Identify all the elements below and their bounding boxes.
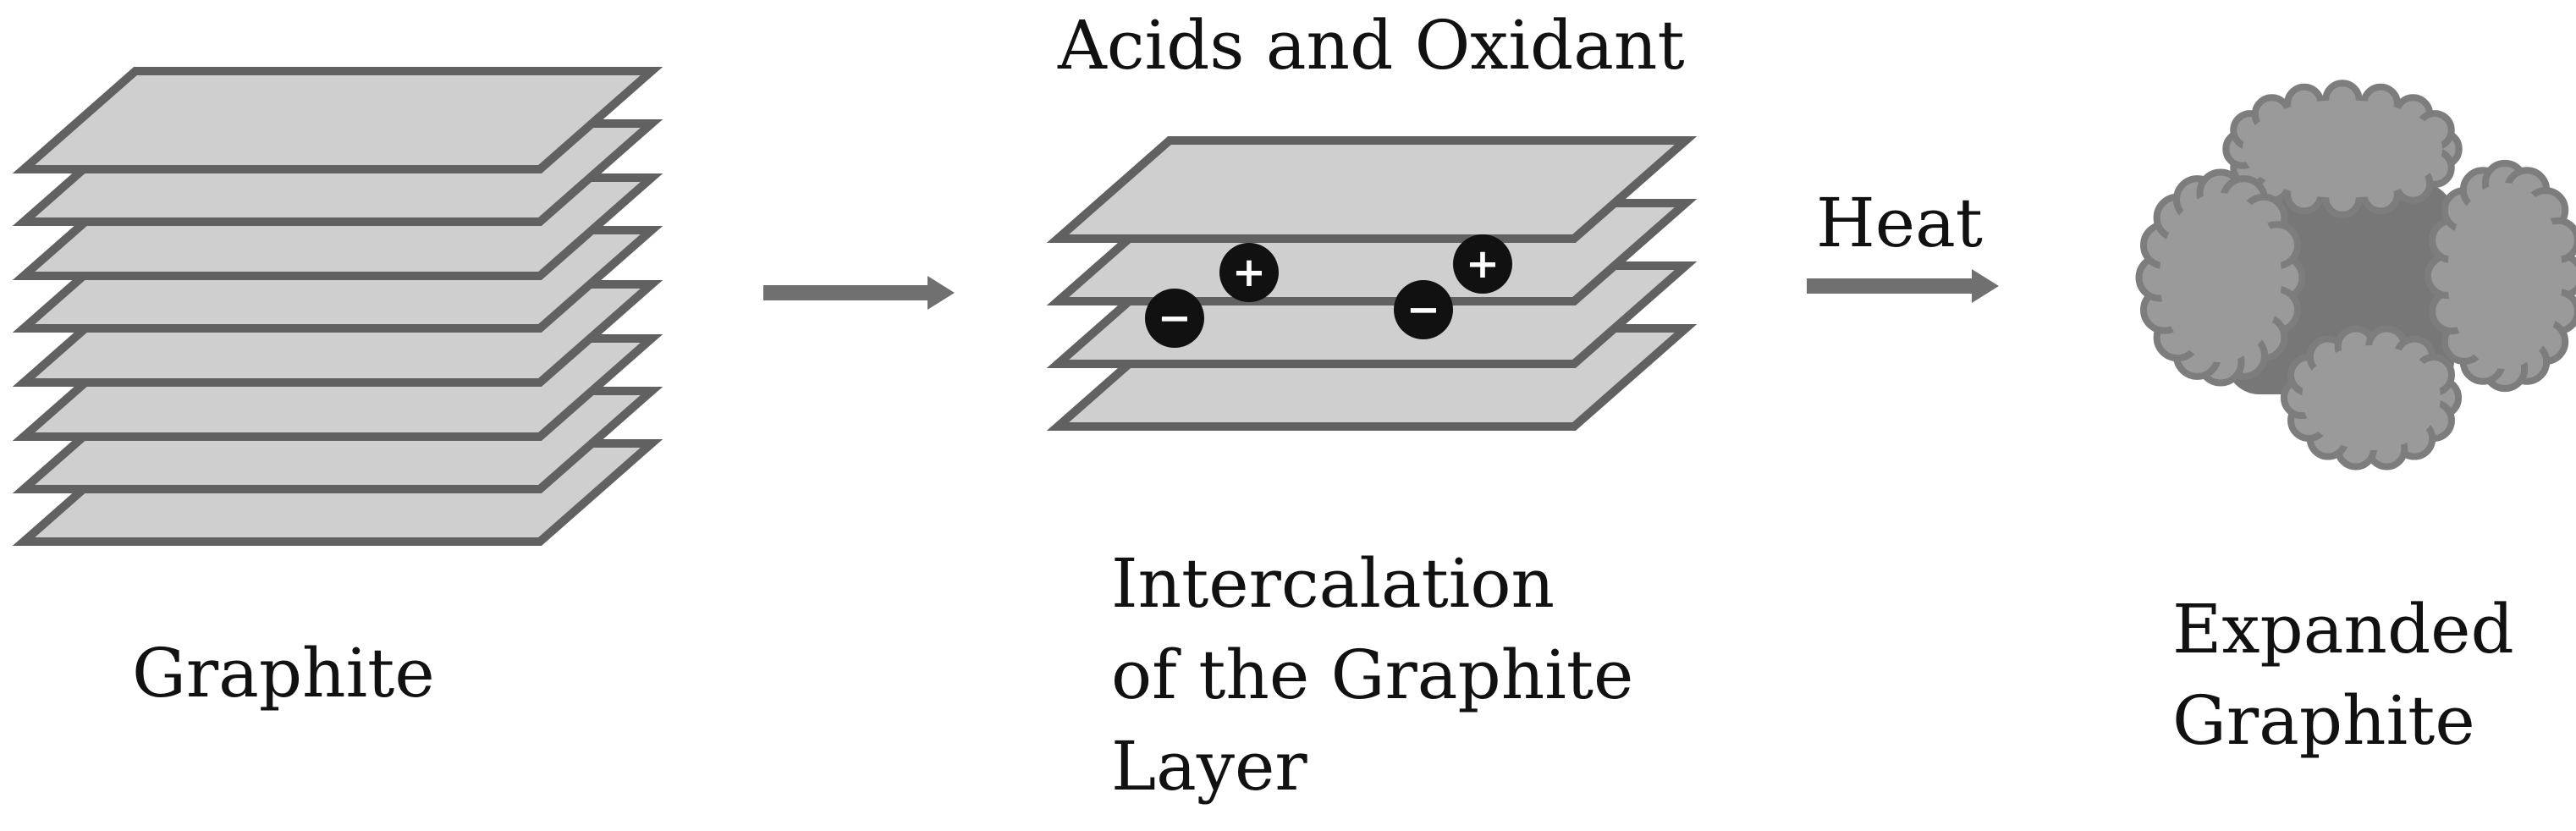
expanded-line-1: Expanded (2172, 590, 2514, 669)
ion-circle (1453, 234, 1512, 294)
plus-sign: + (1466, 240, 1500, 288)
minus-sign: − (1406, 286, 1440, 333)
arrow-head (1972, 269, 1999, 303)
expanded-line-2: Graphite (2172, 681, 2475, 760)
reagent-label: Acids and Oxidant (1058, 6, 1685, 85)
intercalated-sheet (1046, 136, 1698, 243)
left-cloud (2135, 168, 2306, 387)
expanded-graphite-label: Expanded Graphite (2172, 584, 2514, 767)
cation-marker: + (1219, 243, 1279, 302)
ion-circle (1145, 289, 1204, 348)
anion-marker: − (1394, 280, 1453, 339)
heat-label: Heat (1816, 184, 1983, 262)
arrow-to-intercalation (763, 276, 955, 310)
intercalation-line-2: of the Graphite (1111, 636, 1634, 714)
graphite-sheet (12, 67, 663, 173)
intercalation-label: Intercalation of the Graphite Layer (1111, 538, 1633, 812)
plus-sign: + (1232, 249, 1266, 296)
right-cloud (2424, 159, 2576, 393)
minus-sign: − (1158, 294, 1192, 342)
heat-arrow (1807, 269, 1999, 303)
ion-markers: +−+− (1145, 234, 1512, 348)
expanded-graphite-icon (2135, 80, 2576, 471)
cation-marker: + (1453, 234, 1512, 294)
bottom-cloud (2280, 325, 2463, 471)
ion-circle (1219, 243, 1279, 302)
anion-marker: − (1145, 289, 1204, 348)
graphite-stack (12, 67, 663, 546)
arrow-head (927, 276, 955, 310)
intercalated-stack (1046, 136, 1698, 431)
ion-circle (1394, 280, 1453, 339)
graphite-label: Graphite (132, 634, 435, 713)
top-cloud (2222, 80, 2463, 218)
intercalation-line-1: Intercalation (1111, 544, 1555, 623)
intercalation-line-3: Layer (1111, 727, 1307, 806)
